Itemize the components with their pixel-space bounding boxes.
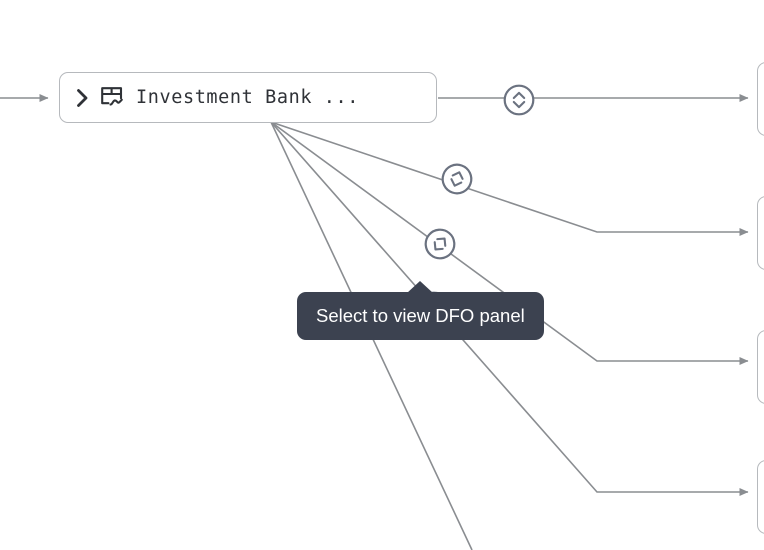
child-node-stub-4[interactable]: [757, 460, 764, 534]
child-node-stub-3[interactable]: [757, 330, 764, 404]
tooltip-text: Select to view DFO panel: [316, 304, 525, 326]
collapse-toggle-1[interactable]: [502, 83, 536, 117]
child-node-stub-2[interactable]: [757, 196, 764, 270]
edge-to-child-2: [270, 121, 749, 236]
collapse-toggle-3[interactable]: [416, 220, 464, 268]
chevron-right-icon[interactable]: [76, 88, 89, 108]
tooltip: Select to view DFO panel: [297, 281, 544, 340]
tooltip-caret-up-icon: [407, 281, 434, 293]
data-table-trend-icon: [101, 87, 123, 106]
child-node-stub-1[interactable]: [757, 62, 764, 136]
collapse-toggle-2[interactable]: [435, 157, 478, 200]
node-label: Investment Bank ...: [136, 87, 360, 108]
node-investment-bank[interactable]: Investment Bank ...: [59, 72, 437, 123]
